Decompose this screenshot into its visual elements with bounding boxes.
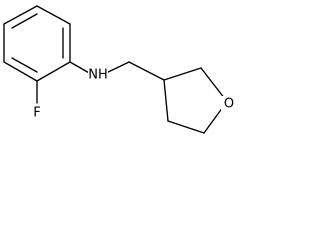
ring-inner-double-bond-bottom <box>11 57 38 73</box>
benzene-ring <box>3 5 71 82</box>
thf-bond-4 <box>167 120 205 134</box>
ring-bond-3 <box>36 61 71 82</box>
thf-bond-3 <box>203 106 224 134</box>
atom-labels: F NH O <box>30 67 237 121</box>
amine-label-background <box>88 67 108 83</box>
amine-label: NH <box>88 68 108 83</box>
molecule-diagram: F NH O <box>3 5 237 134</box>
fluorine-label-background <box>30 104 44 121</box>
tetrahydrofuran-ring <box>163 67 226 134</box>
ring-bond-1 <box>36 5 71 25</box>
thf-bond-5 <box>163 79 169 122</box>
chemical-structure-canvas: F NH O <box>0 0 244 140</box>
oxygen-label-background <box>221 96 237 111</box>
bond-amine-to-methylene <box>103 61 130 75</box>
ring-bond-4 <box>3 61 38 82</box>
thf-bond-1 <box>163 67 202 81</box>
ring-inner-double-bond-top <box>11 13 38 29</box>
bond-to-amine <box>69 61 92 75</box>
oxygen-label: O <box>224 97 234 112</box>
fluorine-label: F <box>33 106 40 121</box>
bond-methylene-to-ring <box>128 61 165 81</box>
ring-bond-6 <box>3 5 38 25</box>
thf-bond-2 <box>200 67 226 100</box>
